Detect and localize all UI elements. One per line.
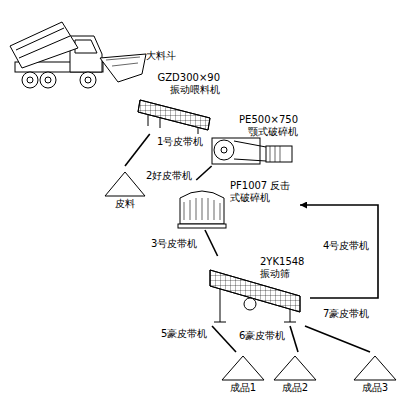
dump-truck [10, 22, 103, 88]
material-piles [105, 172, 396, 380]
hopper-drawing [100, 54, 146, 82]
machine-label: PE500×750 颚式破碎机 [238, 114, 298, 138]
conveyor-label: 5豪皮带机 [160, 328, 208, 340]
machine-node: 2YK1548 振动筛 [205, 256, 310, 326]
conveyor-label: 1号皮带机 [156, 136, 204, 148]
machine-label: PF1007 反击式破碎机 [230, 180, 294, 204]
machine-node: PF1007 反击式破碎机 [175, 180, 300, 230]
conveyor-label: 4号皮带机 [322, 240, 370, 252]
machine-node: PE500×750 颚式破碎机 [205, 112, 300, 166]
machine-node: 皮料 [100, 166, 150, 212]
machine-node: 成品2 [270, 352, 320, 398]
machine-label: 成品3 [350, 382, 400, 394]
impact-crusher-drawing [178, 191, 226, 228]
machine-label: 2YK1548 振动筛 [260, 256, 308, 280]
belt-conveyor [300, 205, 378, 298]
conveyor-label: 7豪皮带机 [322, 308, 370, 320]
feeder-drawing [138, 100, 210, 134]
belt-conveyor [212, 326, 236, 352]
belt-conveyor [205, 230, 218, 256]
jaw-crusher-drawing [212, 138, 292, 164]
belt-conveyor [196, 166, 211, 180]
conveyor-label: 6豪皮带机 [238, 330, 286, 342]
machine-label: 大料斗 [146, 50, 186, 62]
machine-label: GZD300×90 振动喂料机 [156, 72, 220, 96]
machine-label: 成品1 [218, 382, 268, 394]
machine-node: GZD300×90 振动喂料机 [136, 70, 222, 134]
conveyor-label: 2好皮带机 [145, 170, 193, 182]
conveyor-label: 3号皮带机 [150, 238, 198, 250]
belt-conveyor [305, 326, 370, 352]
machine-label: 成品2 [270, 382, 320, 394]
machine-node: 成品3 [350, 352, 400, 398]
belt-conveyor [125, 134, 150, 166]
machine-node: 成品1 [218, 352, 268, 398]
belt-conveyor [290, 326, 298, 352]
machine-label: 皮料 [100, 198, 150, 210]
